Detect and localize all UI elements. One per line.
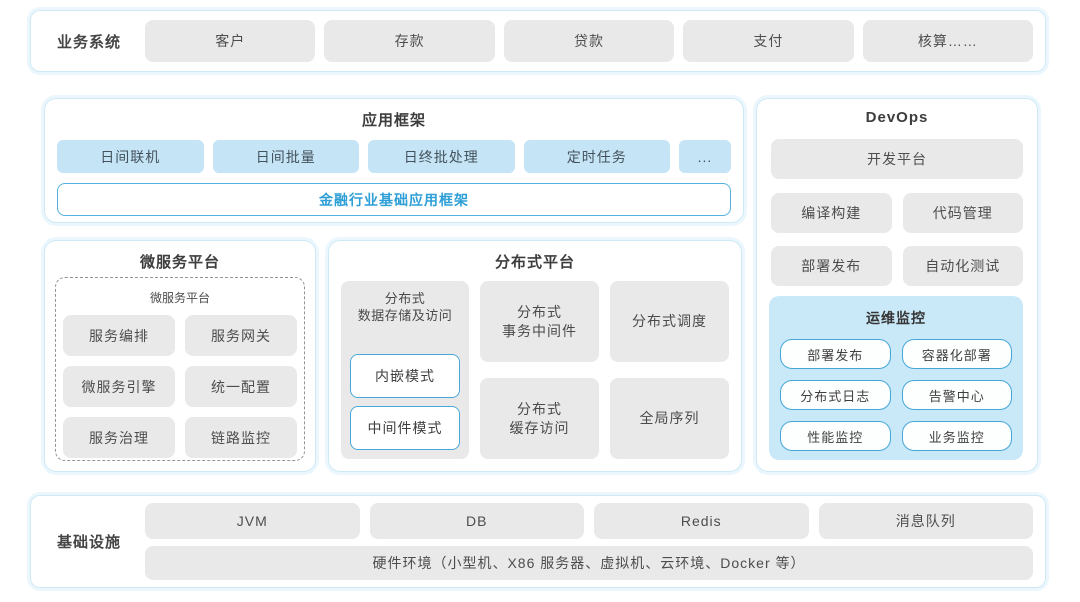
node-service-governance: 服务治理 [63, 417, 175, 458]
storage-label-line1: 分布式 [384, 291, 426, 306]
infrastructure-panel: 基础设施 JVM DB Redis 消息队列 硬件环境（小型机、X86 服务器、… [30, 495, 1046, 588]
business-systems-label: 业务系统 [56, 33, 121, 51]
business-systems-row: 客户 存款 贷款 支付 核算…… [145, 20, 1034, 62]
transaction-line2: 事务中间件 [502, 322, 577, 339]
node-unified-config: 统一配置 [185, 366, 297, 407]
ops-monitoring-panel: 运维监控 部署发布 容器化部署 分布式日志 告警中心 性能监控 业务监控 [769, 296, 1023, 460]
node-deploy-release: 部署发布 [771, 246, 892, 286]
node-service-gateway: 服务网关 [185, 315, 297, 356]
node-global-sequence: 全局序列 [610, 378, 729, 459]
node-db: DB [369, 503, 584, 539]
distributed-right-column: 分布式调度 全局序列 [610, 281, 729, 459]
infrastructure-label: 基础设施 [56, 534, 121, 551]
node-daytime-online: 日间联机 [57, 140, 204, 173]
node-service-orchestration: 服务编排 [63, 315, 175, 356]
app-framework-row: 日间联机 日间批量 日终批处理 定时任务 ... [57, 140, 731, 173]
devops-grid: 编译构建 代码管理 部署发布 自动化测试 [771, 193, 1023, 286]
node-payment: 支付 [683, 20, 854, 62]
infrastructure-content: JVM DB Redis 消息队列 硬件环境（小型机、X86 服务器、虚拟机、云… [145, 503, 1033, 580]
node-business-monitoring: 业务监控 [901, 421, 1012, 451]
node-eod-batch: 日终批处理 [368, 140, 515, 173]
devops-title: DevOps [865, 109, 929, 126]
node-distributed-log: 分布式日志 [780, 380, 891, 410]
node-containerized-deploy: 容器化部署 [901, 339, 1012, 369]
devops-panel: DevOps 开发平台 编译构建 代码管理 部署发布 自动化测试 运维监控 部署… [756, 98, 1038, 472]
node-hardware-environment: 硬件环境（小型机、X86 服务器、虚拟机、云环境、Docker 等） [145, 546, 1033, 580]
transaction-line1: 分布式 [517, 303, 562, 320]
microservice-platform-panel: 微服务平台 微服务平台 服务编排 服务网关 微服务引擎 统一配置 服务治理 链路… [44, 240, 316, 472]
base-framework-bar: 金融行业基础应用框架 [57, 183, 731, 216]
node-loan: 贷款 [503, 20, 675, 62]
node-distributed-transaction: 分布式 事务中间件 [480, 281, 599, 362]
microservice-inner-box: 微服务平台 服务编排 服务网关 微服务引擎 统一配置 服务治理 链路监控 [55, 277, 305, 461]
microservice-grid: 服务编排 服务网关 微服务引擎 统一配置 服务治理 链路监控 [63, 315, 297, 458]
distributed-platform-title: 分布式平台 [494, 254, 575, 271]
node-performance-monitoring: 性能监控 [780, 421, 891, 451]
node-alert-center: 告警中心 [901, 380, 1012, 410]
node-deposit: 存款 [324, 20, 495, 62]
node-customer: 客户 [145, 20, 316, 62]
distributed-storage-label: 分布式 数据存储及访问 [350, 291, 460, 325]
node-daytime-batch: 日间批量 [212, 140, 359, 173]
node-jvm: JVM [145, 503, 360, 539]
node-distributed-scheduling: 分布式调度 [610, 281, 729, 362]
node-microservice-engine: 微服务引擎 [63, 366, 175, 407]
node-message-queue: 消息队列 [818, 503, 1033, 539]
cache-line2: 缓存访问 [509, 419, 570, 436]
node-ops-deploy-release: 部署发布 [780, 339, 891, 369]
node-code-management: 代码管理 [902, 193, 1023, 233]
app-framework-panel: 应用框架 日间联机 日间批量 日终批处理 定时任务 ... 金融行业基础应用框架 [44, 98, 744, 223]
node-distributed-storage: 分布式 数据存储及访问 内嵌模式 中间件模式 [341, 281, 469, 459]
node-scheduled-task: 定时任务 [523, 140, 670, 173]
ops-monitoring-title: 运维监控 [866, 310, 926, 326]
node-middleware-mode: 中间件模式 [350, 406, 460, 450]
node-embedded-mode: 内嵌模式 [350, 354, 460, 398]
node-distributed-cache: 分布式 缓存访问 [480, 378, 599, 459]
cache-line1: 分布式 [517, 400, 562, 417]
microservice-inner-title: 微服务平台 [149, 291, 210, 305]
node-build: 编译构建 [771, 193, 892, 233]
app-framework-title: 应用框架 [361, 112, 426, 129]
storage-label-line2: 数据存储及访问 [357, 307, 453, 323]
node-dev-platform: 开发平台 [771, 139, 1023, 179]
node-automated-testing: 自动化测试 [902, 246, 1023, 286]
business-systems-panel: 业务系统 客户 存款 贷款 支付 核算…… [30, 10, 1046, 72]
distributed-platform-panel: 分布式平台 分布式 数据存储及访问 内嵌模式 中间件模式 分布式 事务中间件 分… [328, 240, 742, 472]
infrastructure-row: JVM DB Redis 消息队列 [145, 503, 1033, 539]
distributed-grid: 分布式 数据存储及访问 内嵌模式 中间件模式 分布式 事务中间件 分布式 缓存访… [341, 281, 729, 459]
microservice-platform-title: 微服务平台 [139, 254, 220, 271]
node-redis: Redis [594, 503, 809, 539]
distributed-middle-column: 分布式 事务中间件 分布式 缓存访问 [480, 281, 599, 459]
node-accounting: 核算…… [862, 20, 1034, 62]
ops-monitoring-grid: 部署发布 容器化部署 分布式日志 告警中心 性能监控 业务监控 [780, 339, 1012, 451]
node-more: ... [679, 140, 731, 173]
node-trace-monitoring: 链路监控 [185, 417, 297, 458]
